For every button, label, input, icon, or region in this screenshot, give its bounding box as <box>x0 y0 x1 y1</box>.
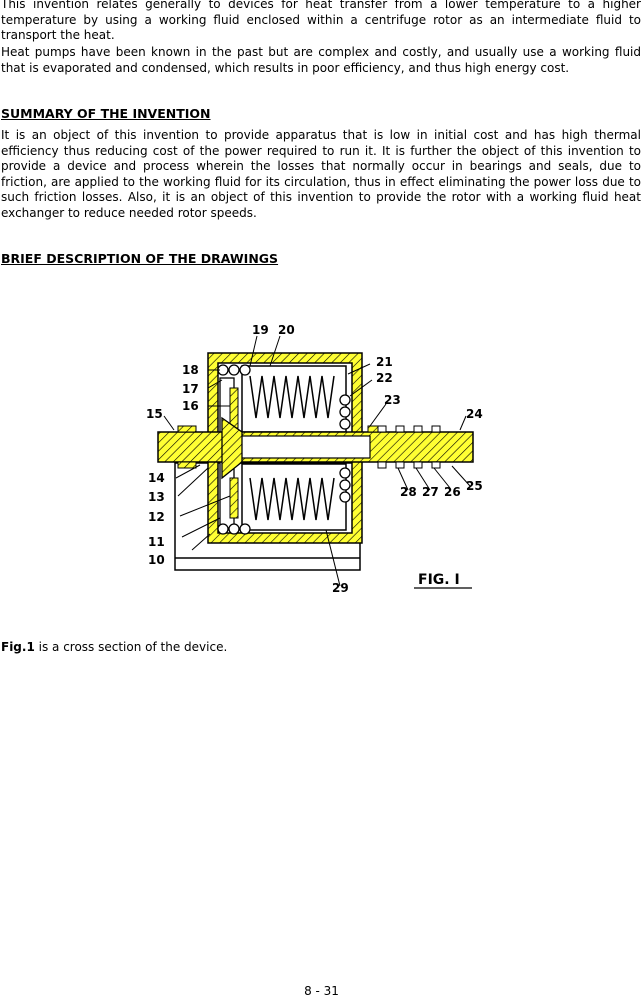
label-14: 14 <box>148 471 165 485</box>
label-15: 15 <box>146 407 163 421</box>
left-upper-insert <box>229 387 239 429</box>
label-21: 21 <box>376 355 393 369</box>
label-12: 12 <box>148 510 165 524</box>
left-lower-insert <box>229 477 239 519</box>
tube-circles <box>217 364 351 535</box>
background-paragraph: Heat pumps have been known in the past b… <box>1 45 641 75</box>
label-19: 19 <box>252 323 269 337</box>
label-23: 23 <box>384 393 401 407</box>
figure-caption: Fig.1 is a cross section of the device. <box>1 640 227 654</box>
bearing-left-top <box>177 425 197 433</box>
label-20: 20 <box>278 323 295 337</box>
drawings-heading: BRIEF DESCRIPTION OF THE DRAWINGS <box>1 251 279 266</box>
label-26: 26 <box>444 485 461 499</box>
caption-text: is a cross section of the device. <box>34 640 228 654</box>
label-24: 24 <box>466 407 483 421</box>
lower-chamber <box>241 463 347 531</box>
label-13: 13 <box>148 490 165 504</box>
label-11: 11 <box>148 535 165 549</box>
label-29: 29 <box>332 581 349 595</box>
label-25: 25 <box>466 479 483 493</box>
label-10: 10 <box>148 553 165 567</box>
shaft-bore <box>239 435 371 459</box>
hub <box>221 416 243 480</box>
rotor-housing <box>207 352 363 544</box>
label-28: 28 <box>400 485 417 499</box>
page-number: 8 - 31 <box>304 984 339 998</box>
label-16: 16 <box>182 399 199 413</box>
right-seals <box>377 425 441 469</box>
label-17: 17 <box>182 382 199 396</box>
label-18: 18 <box>182 363 199 377</box>
seal-23 <box>367 425 379 433</box>
upper-coil <box>249 375 335 419</box>
lower-coil <box>249 477 335 521</box>
figure-title: FIG. I <box>418 572 460 588</box>
leader-lines <box>163 335 471 587</box>
label-22: 22 <box>376 371 393 385</box>
caption-fig-ref: Fig.1 <box>1 640 35 654</box>
label-27: 27 <box>422 485 439 499</box>
cross-section-figure: 10 11 12 13 14 15 16 17 18 19 20 21 22 2… <box>146 323 483 595</box>
intro-paragraph: This invention relates generally to devi… <box>1 0 641 42</box>
summary-heading: SUMMARY OF THE INVENTION <box>1 106 211 121</box>
bearing-left-bottom <box>177 461 197 469</box>
summary-paragraph: It is an object of this invention to pro… <box>1 128 641 220</box>
